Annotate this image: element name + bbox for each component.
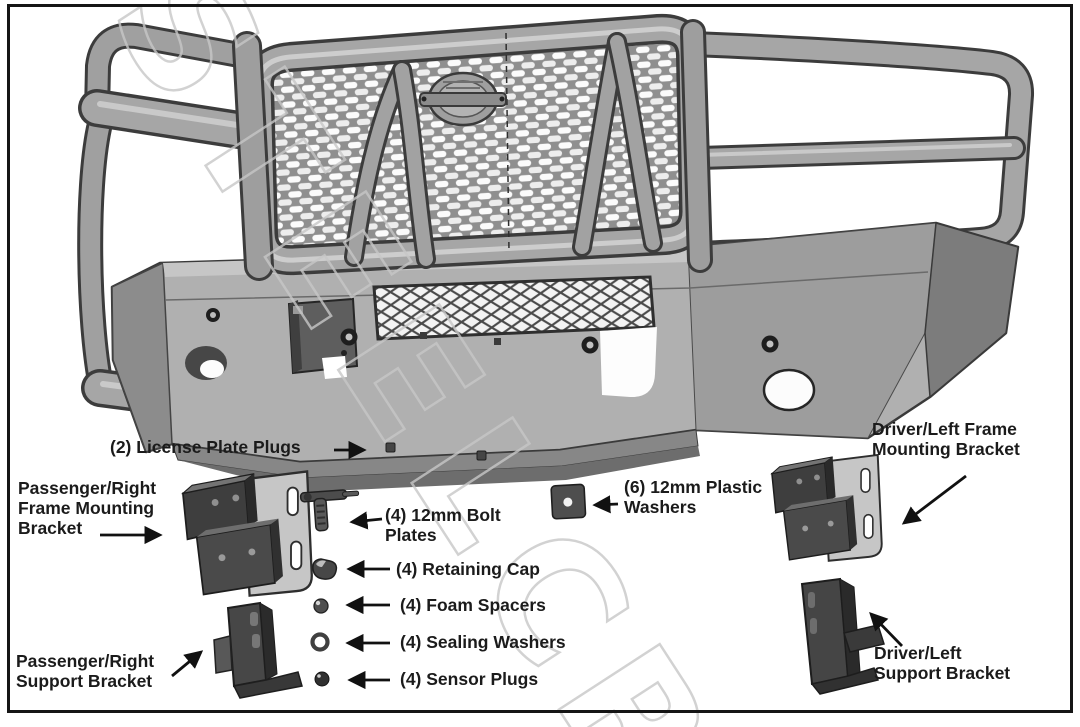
label-text: Passenger/Right bbox=[16, 651, 155, 671]
part-bolt-plate bbox=[299, 489, 360, 532]
bumper-bolt-holes bbox=[340, 328, 779, 354]
label-text: (4) Retaining Cap bbox=[396, 559, 540, 579]
label-text: Plates bbox=[385, 525, 437, 545]
label-sealing-washers: (4) Sealing Washers bbox=[400, 632, 566, 652]
label-retaining-cap: (4) Retaining Cap bbox=[396, 559, 540, 579]
label-driver-frame-mounting-bracket: Driver/Left Frame Mounting Bracket bbox=[872, 419, 1020, 459]
arrow-driver-support-bracket bbox=[869, 612, 904, 647]
label-text: Bracket bbox=[18, 518, 83, 538]
part-plastic-washer bbox=[550, 483, 587, 520]
label-foam-spacers: (4) Foam Spacers bbox=[400, 595, 546, 615]
part-driver-support-bracket bbox=[800, 577, 885, 695]
label-license-plate-plugs: (2) License Plate Plugs bbox=[110, 437, 301, 457]
arrow-passenger-support-bracket bbox=[171, 650, 204, 678]
label-passenger-support-bracket: Passenger/Right Support Bracket bbox=[16, 651, 154, 691]
label-text: Driver/Left Frame bbox=[872, 419, 1017, 439]
part-sealing-washer bbox=[310, 632, 330, 652]
label-text: Support Bracket bbox=[874, 663, 1011, 683]
label-text: Driver/Left bbox=[874, 643, 962, 663]
label-text: Mounting Bracket bbox=[872, 439, 1020, 459]
part-passenger-support-bracket bbox=[213, 601, 303, 699]
part-license-plate-plugs bbox=[385, 442, 487, 461]
label-passenger-frame-mounting-bracket: Passenger/Right Frame Mounting Bracket bbox=[18, 478, 156, 538]
license-plate-bracket bbox=[287, 297, 359, 379]
label-plastic-washers: (6) 12mm Plastic Washers bbox=[624, 477, 762, 517]
label-text: (2) License Plate Plugs bbox=[110, 437, 301, 457]
callout-arrows bbox=[100, 440, 967, 690]
label-text: (4) Sealing Washers bbox=[400, 632, 566, 652]
right-fog-cutout bbox=[762, 368, 816, 412]
part-retaining-cap bbox=[312, 558, 338, 580]
label-driver-support-bracket: Driver/Left Support Bracket bbox=[874, 643, 1010, 683]
label-bolt-plates: (4) 12mm Bolt Plates bbox=[385, 505, 501, 545]
grille-seam-line bbox=[505, 32, 510, 253]
part-foam-spacer bbox=[313, 598, 329, 614]
label-text: Frame Mounting bbox=[18, 498, 155, 518]
page-border bbox=[7, 4, 1073, 713]
label-text: (6) 12mm Plastic bbox=[624, 477, 763, 497]
label-text: (4) 12mm Bolt bbox=[385, 505, 501, 525]
bumper-body bbox=[110, 221, 1020, 492]
grille-guard-braces bbox=[344, 32, 663, 269]
bumper-mesh-insert bbox=[372, 275, 656, 341]
arrow-bolt-plates bbox=[349, 511, 383, 530]
label-text: Support Bracket bbox=[16, 671, 153, 691]
label-text: (4) Sensor Plugs bbox=[400, 669, 539, 689]
grille-guard-frame bbox=[232, 13, 713, 281]
label-text: Passenger/Right bbox=[18, 478, 157, 498]
grille-emblem bbox=[419, 71, 507, 127]
label-text: (4) Foam Spacers bbox=[400, 595, 546, 615]
arrow-plastic-washers bbox=[592, 495, 619, 514]
label-text: Washers bbox=[624, 497, 697, 517]
label-sensor-plugs: (4) Sensor Plugs bbox=[400, 669, 538, 689]
arrow-driver-frame-bracket bbox=[901, 474, 967, 525]
